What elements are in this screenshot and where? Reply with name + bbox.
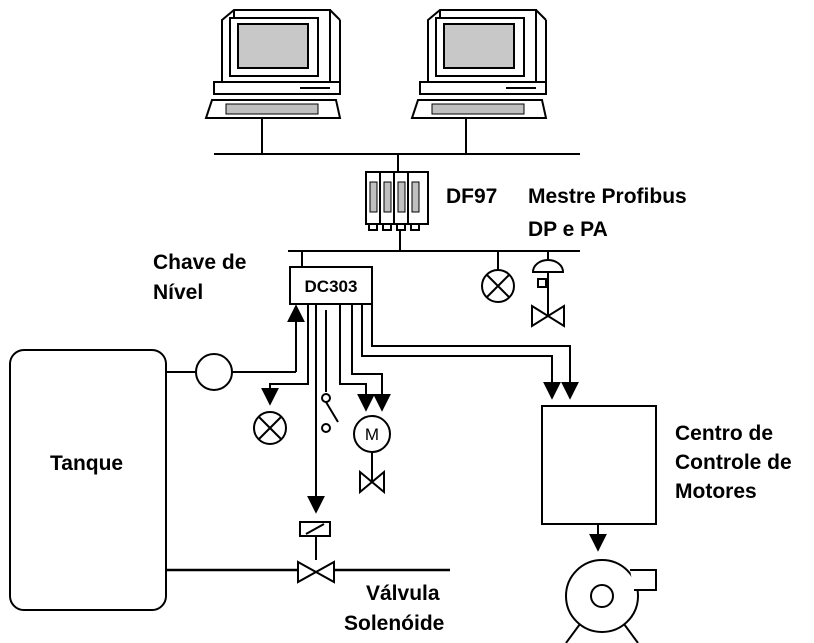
level-switch-label-line2: Nível — [153, 281, 203, 304]
mcc-label-line3: Motores — [675, 480, 757, 503]
mcc-label-line1: Centro de — [675, 422, 773, 445]
solenoid-icon — [299, 521, 331, 560]
master-desc-line2: DP e PA — [528, 218, 608, 241]
valve-icon — [297, 560, 335, 584]
master-label: DF97 — [446, 185, 497, 208]
tank — [9, 349, 167, 611]
pump-icon — [565, 559, 657, 643]
valve-icon — [531, 259, 565, 328]
level-switch-icon — [195, 353, 233, 391]
mcc-box — [541, 405, 657, 525]
master-desc-line1: Mestre Profibus — [528, 185, 687, 208]
level-switch-label-line1: Chave de — [153, 251, 246, 274]
computer-icon — [204, 9, 342, 154]
motor-icon — [353, 415, 391, 495]
switch-icon — [321, 310, 339, 433]
tank-label: Tanque — [50, 452, 123, 475]
computer-icon — [410, 9, 548, 154]
motor-label: M — [365, 425, 379, 444]
valve-label-line2: Solenóide — [344, 612, 444, 635]
valve-label-line1: Válvula — [366, 582, 440, 605]
dc303-box — [289, 266, 373, 305]
plc-rack-icon — [365, 171, 429, 251]
mcc-label-line2: Controle de — [675, 451, 792, 474]
lamp-icon — [481, 269, 515, 303]
device-label: DC303 — [305, 277, 358, 296]
lamp-icon — [253, 411, 287, 445]
